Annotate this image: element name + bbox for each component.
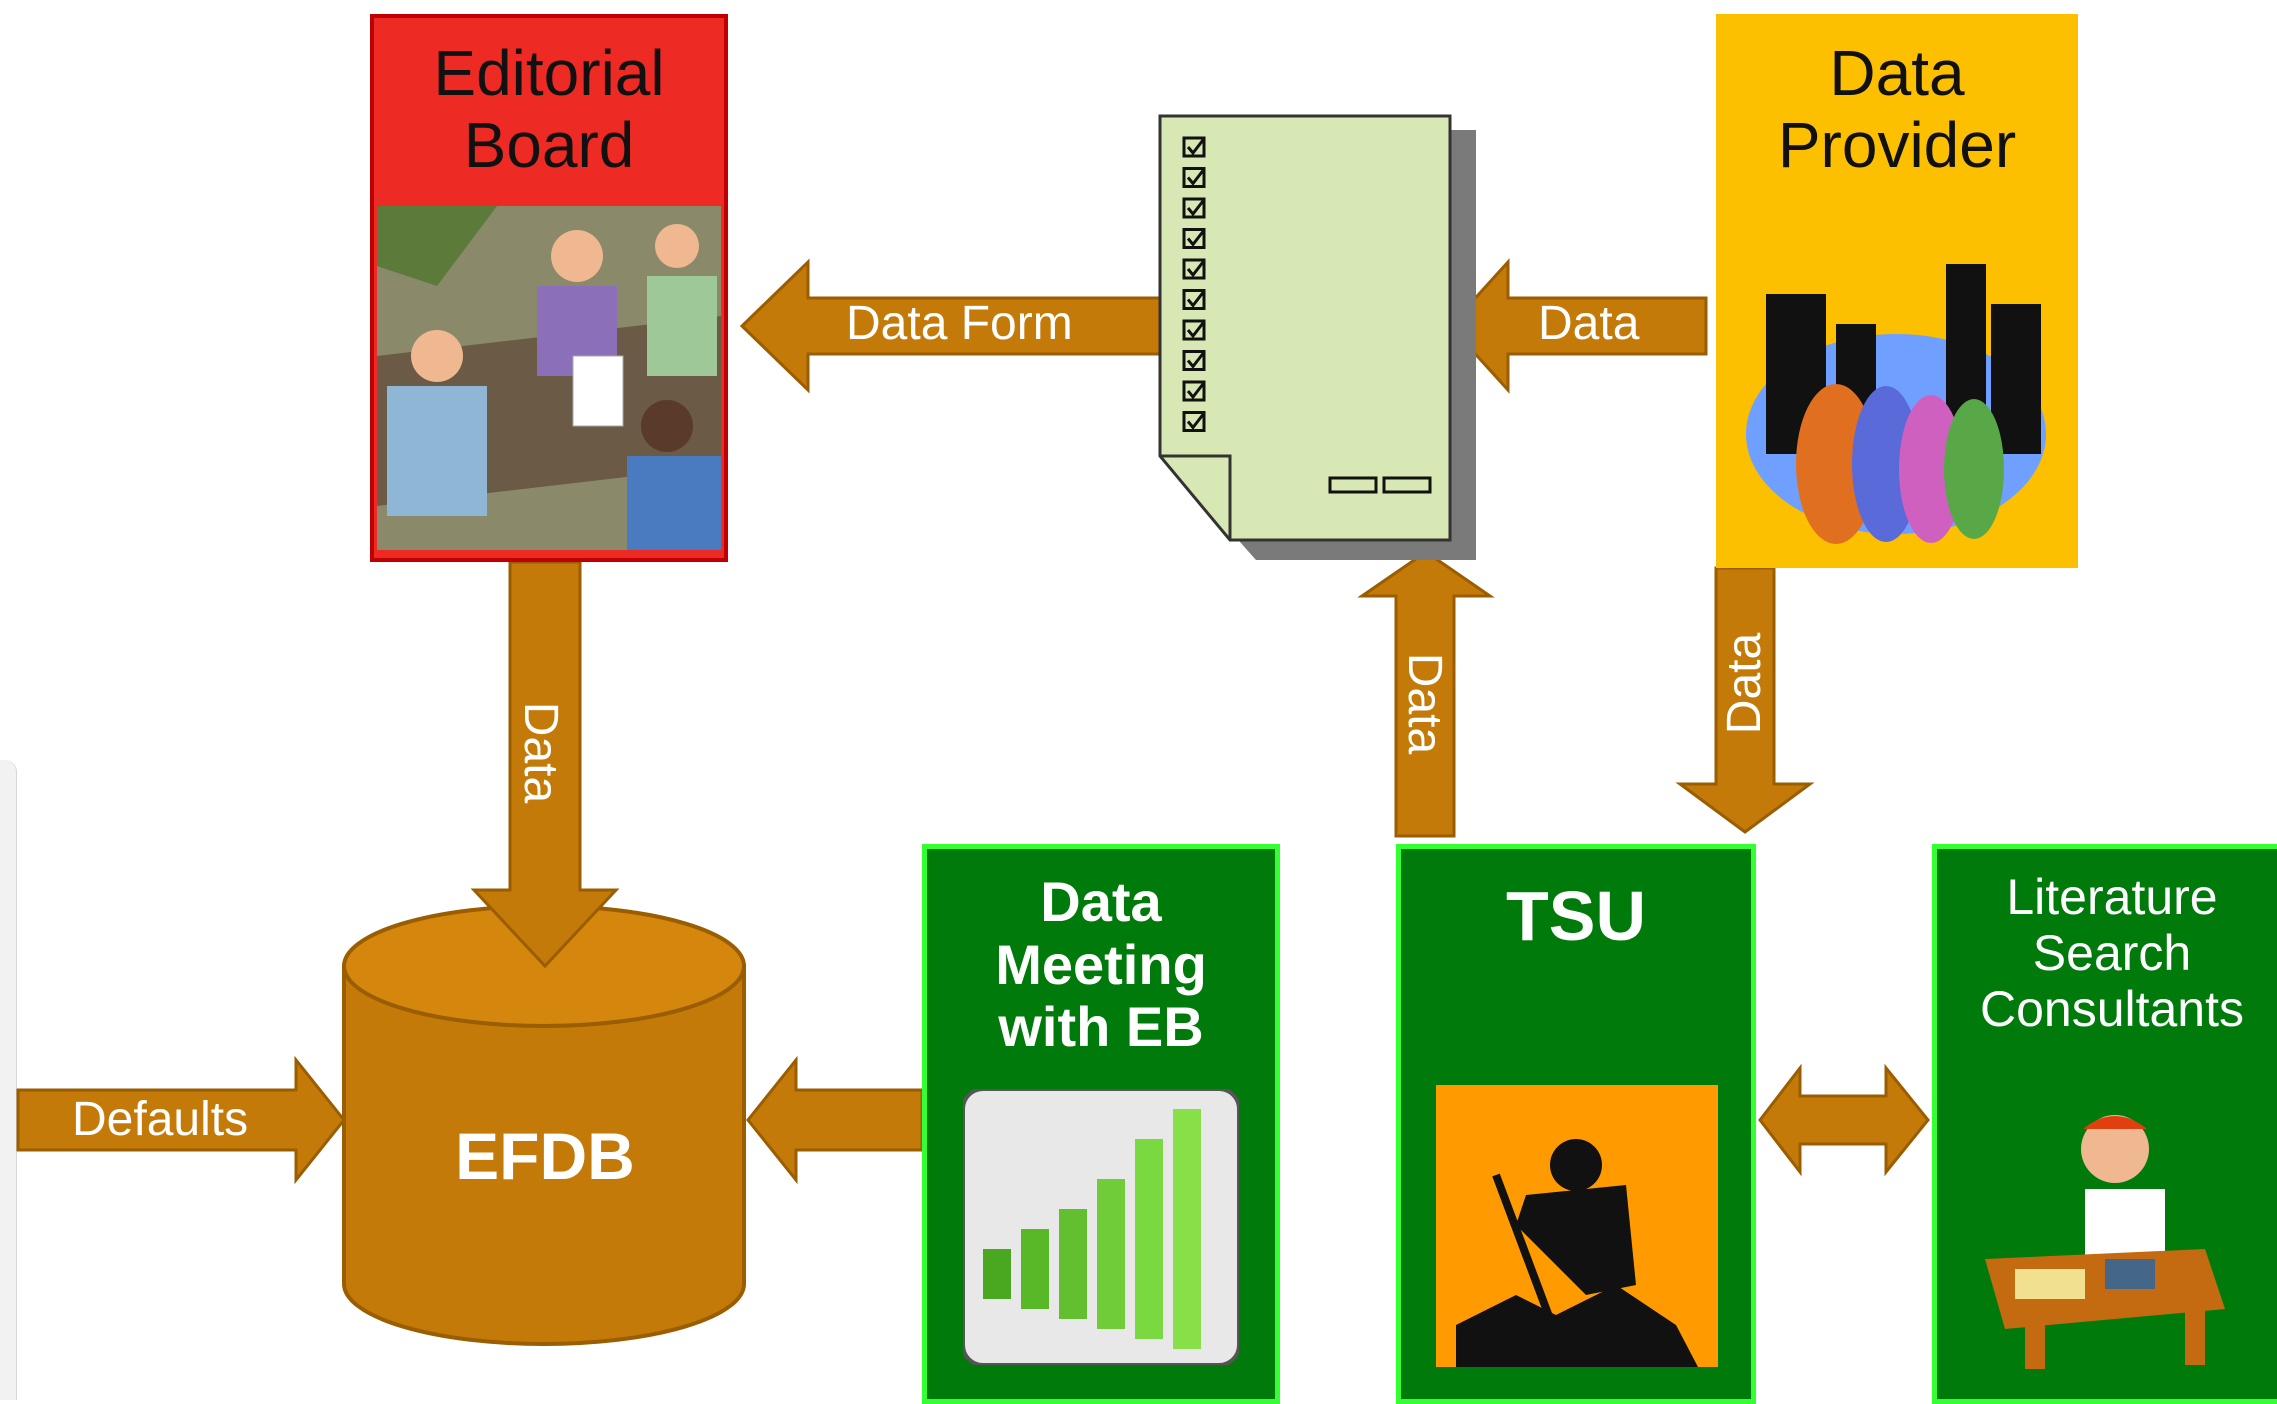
literature-consultants-title: Literature Search Consultants bbox=[1979, 869, 2245, 1037]
data-form-label: Data Form bbox=[846, 297, 1073, 350]
data-provider-node: Data Provider bbox=[1716, 14, 2078, 568]
form-checkbox bbox=[1182, 136, 1206, 158]
phone-consultant-icon bbox=[1985, 1115, 2225, 1369]
check-icon bbox=[1186, 413, 1205, 430]
meeting-clipart-icon bbox=[377, 206, 721, 550]
board-to-efdb-label: Data bbox=[514, 701, 568, 804]
arrow-provider-to-tsu bbox=[1675, 566, 1815, 834]
check-icon bbox=[1186, 352, 1205, 369]
tsu-to-form-label: Data bbox=[1398, 652, 1452, 755]
provider-to-tsu-label: Data bbox=[1718, 632, 1772, 735]
form-checkbox bbox=[1182, 228, 1206, 249]
provider-to-form-label: Data bbox=[1538, 297, 1640, 350]
form-checkbox bbox=[1182, 380, 1206, 402]
form-checkbox bbox=[1182, 197, 1206, 219]
check-icon bbox=[1186, 139, 1205, 156]
check-icon bbox=[1186, 200, 1205, 217]
check-icon bbox=[1186, 383, 1205, 400]
tsu-title: TSU bbox=[1506, 877, 1646, 955]
arrow-board-to-efdb bbox=[470, 560, 620, 969]
form-checkbox bbox=[1182, 350, 1206, 371]
arrow-provider-to-form bbox=[1447, 258, 1708, 394]
check-icon bbox=[1186, 291, 1205, 308]
form-checkbox bbox=[1182, 167, 1206, 188]
literature-consultants-node: Literature Search Consultants bbox=[1932, 844, 2277, 1404]
data-form-document bbox=[1158, 114, 1476, 560]
check-icon bbox=[1186, 261, 1205, 278]
efdb-label: EFDB bbox=[455, 1119, 635, 1193]
defaults-label: Defaults bbox=[72, 1093, 249, 1146]
crowd-city-icon bbox=[1746, 264, 2046, 544]
arrow-meeting-to-efdb bbox=[746, 1055, 924, 1185]
check-icon bbox=[1186, 169, 1205, 186]
arrow-tsu-literature bbox=[1758, 1063, 1930, 1177]
data-provider-title: Data Provider bbox=[1777, 37, 2017, 181]
tsu-node: TSU bbox=[1396, 844, 1756, 1404]
data-meeting-node: Data Meeting with EB bbox=[922, 844, 1280, 1404]
bar-growth-icon bbox=[963, 1089, 1239, 1365]
editorial-board-node: Editorial Board bbox=[370, 14, 728, 562]
form-checkbox bbox=[1182, 289, 1206, 310]
digging-worker-icon bbox=[1436, 1085, 1718, 1367]
efdb-database bbox=[342, 904, 746, 1346]
editorial-board-title: Editorial Board bbox=[433, 37, 665, 181]
arrow-tsu-to-form bbox=[1357, 550, 1495, 838]
left-edge-panel bbox=[0, 760, 17, 1400]
form-checkbox bbox=[1182, 258, 1206, 280]
form-checkbox bbox=[1182, 411, 1206, 432]
arrow-data-form bbox=[739, 258, 1166, 394]
check-icon bbox=[1186, 230, 1205, 247]
check-icon bbox=[1186, 322, 1205, 339]
form-checkbox bbox=[1182, 319, 1206, 341]
data-meeting-title: Data Meeting with EB bbox=[995, 870, 1207, 1059]
arrow-defaults bbox=[16, 1055, 346, 1185]
